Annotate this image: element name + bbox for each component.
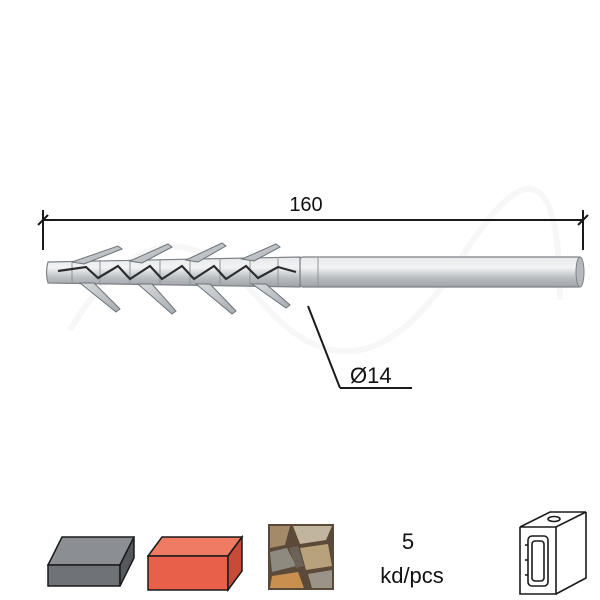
plug-zigzag-slot <box>57 264 297 281</box>
anchor-plug <box>45 242 585 315</box>
plug-sleeve <box>299 256 583 288</box>
plug-end-cap <box>575 256 585 288</box>
diameter-label: Ø14 <box>350 363 392 388</box>
stone-icon <box>268 524 334 590</box>
package-unit: kd/pcs <box>380 563 444 588</box>
brick-icon <box>146 534 244 593</box>
diameter-leader <box>307 305 412 389</box>
length-dimension <box>37 210 589 250</box>
blister-pack-icon <box>519 511 587 595</box>
plug-fins <box>71 242 291 315</box>
concrete-block-icon <box>46 536 136 587</box>
package-quantity: 5 <box>402 529 414 554</box>
length-label: 160 <box>289 194 322 216</box>
